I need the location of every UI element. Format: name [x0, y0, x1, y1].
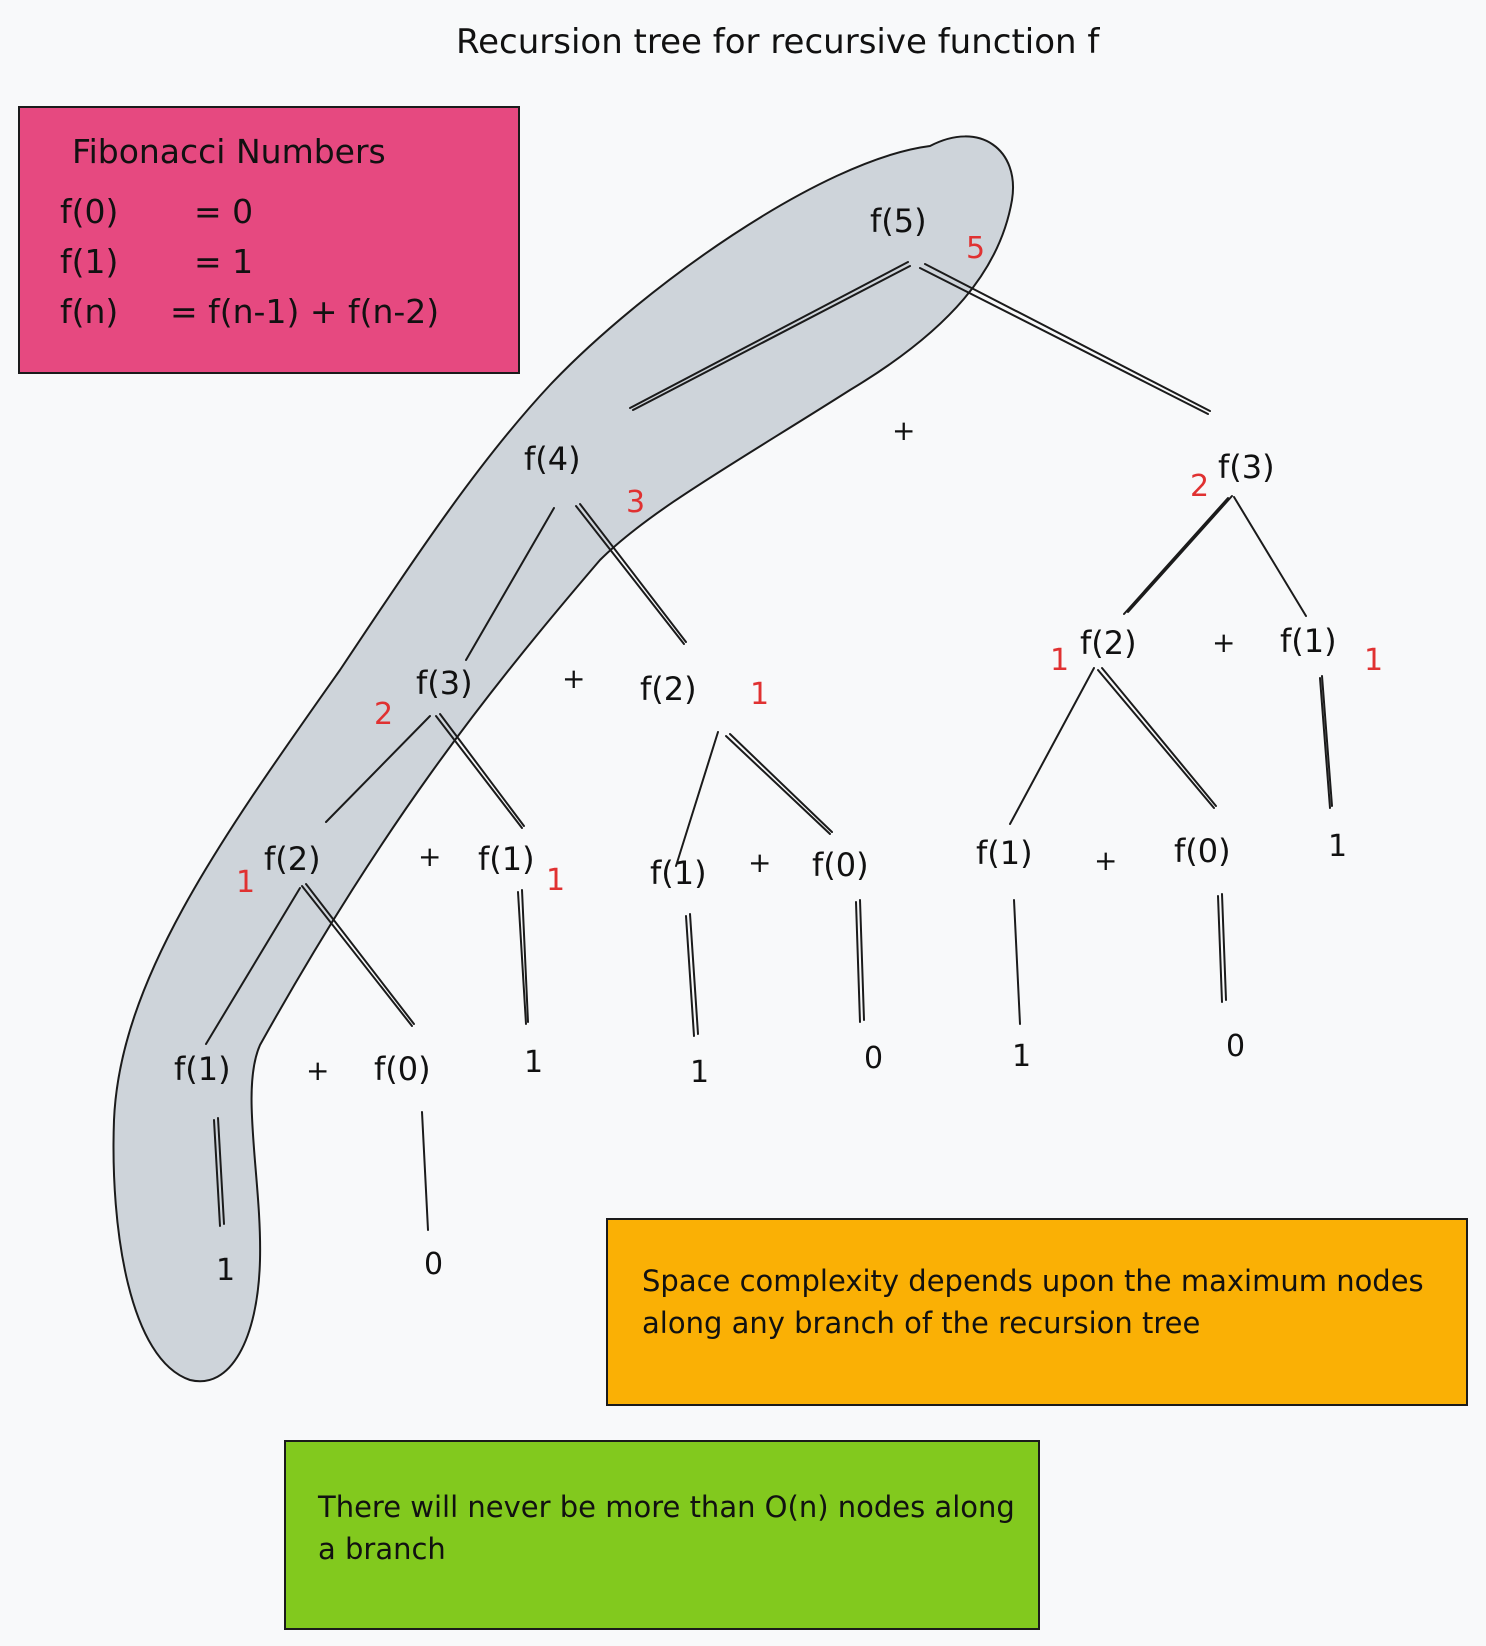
count-f5: 5: [966, 231, 985, 266]
branch-bound-note: There will never be more than O(n) nodes…: [284, 1440, 1040, 1630]
node-f2-middle: f(2): [640, 670, 697, 708]
node-f3-right: f(3): [1218, 448, 1275, 486]
node-f1-right-left: f(1): [976, 834, 1033, 872]
leaf-value: 1: [524, 1045, 543, 1080]
definition-heading: Fibonacci Numbers: [72, 132, 386, 171]
count-f1-right-right: 1: [1364, 643, 1383, 678]
leaf-value: 0: [1226, 1029, 1245, 1064]
plus-sign: +: [418, 840, 441, 873]
definition-rhs: = 1: [194, 242, 254, 281]
node-f3-left: f(3): [416, 664, 473, 702]
leaf-value: 0: [424, 1247, 443, 1282]
branch-bound-text: There will never be more than O(n) nodes…: [318, 1490, 1015, 1566]
plus-sign: +: [748, 846, 771, 879]
node-f0-right-left: f(0): [1174, 832, 1231, 870]
leaf-value: 1: [216, 1253, 235, 1288]
definition-lhs: f(0): [60, 192, 119, 231]
count-f3-right: 2: [1190, 469, 1209, 504]
highlighted-branch: [112, 135, 1015, 1383]
node-f0-middle: f(0): [812, 846, 869, 884]
count-f3-left: 2: [374, 697, 393, 732]
fibonacci-definition-box: Fibonacci Numbers f(0) = 0 f(1) = 1 f(n)…: [18, 106, 520, 374]
node-f4: f(4): [524, 440, 581, 478]
plus-sign: +: [306, 1054, 329, 1087]
tree-edges: [205, 261, 1333, 1231]
node-f1-right-right: f(1): [1280, 622, 1337, 660]
definition-rhs: = 0: [194, 192, 254, 231]
leaf-value: 1: [1012, 1039, 1031, 1074]
plus-sign: +: [562, 662, 585, 695]
count-f2-right-right: 1: [1050, 643, 1069, 678]
node-f1-left: f(1): [478, 840, 535, 878]
count-f1-left: 1: [546, 863, 565, 898]
count-f2-middle: 1: [750, 677, 769, 712]
node-f2-right-right: f(2): [1080, 624, 1137, 662]
node-f0-left-left: f(0): [374, 1050, 431, 1088]
leaf-value: 0: [864, 1041, 883, 1076]
node-f1-middle: f(1): [650, 854, 707, 892]
node-f2-left: f(2): [264, 840, 321, 878]
leaf-value: 1: [690, 1055, 709, 1090]
definition-lhs: f(n): [60, 292, 119, 331]
space-complexity-note: Space complexity depends upon the maximu…: [606, 1218, 1468, 1406]
plus-sign: +: [1094, 844, 1117, 877]
space-complexity-text: Space complexity depends upon the maximu…: [642, 1264, 1424, 1340]
node-f5: f(5): [870, 202, 927, 240]
definition-rhs: = f(n-1) + f(n-2): [170, 292, 440, 331]
leaf-value: 1: [1328, 829, 1347, 864]
plus-sign: +: [1212, 626, 1235, 659]
plus-sign: +: [892, 414, 915, 447]
count-f2-left: 1: [236, 865, 255, 900]
definition-lhs: f(1): [60, 242, 119, 281]
count-f4: 3: [626, 485, 645, 520]
node-f1-left-left: f(1): [174, 1050, 231, 1088]
diagram-title: Recursion tree for recursive function f: [456, 22, 1100, 62]
